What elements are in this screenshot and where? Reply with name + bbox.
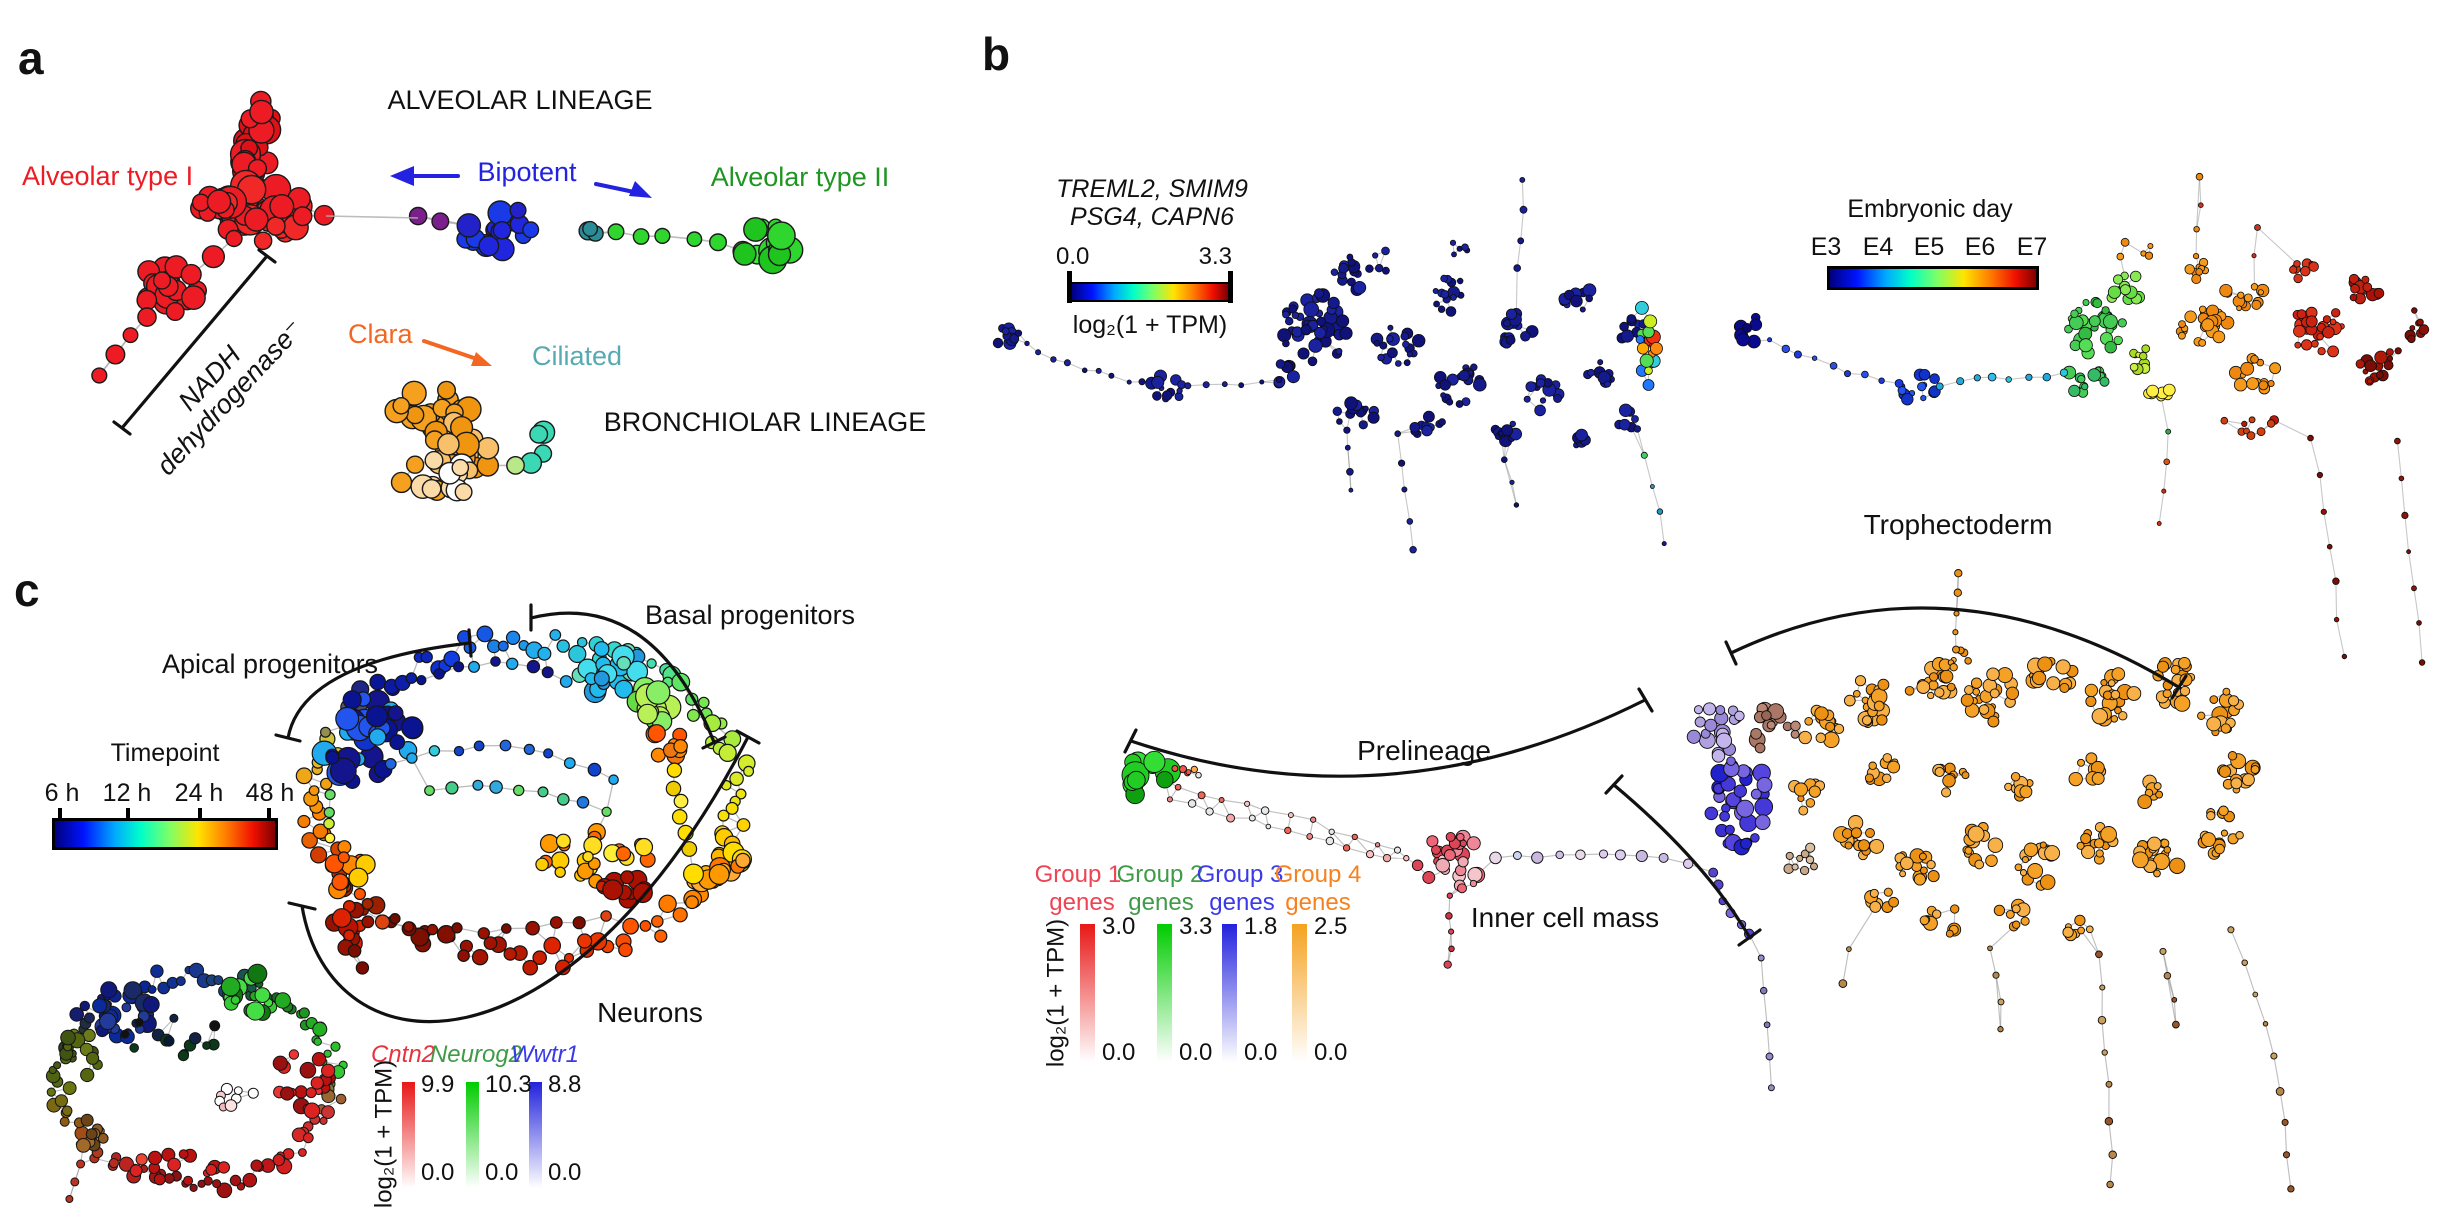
wwtr1-gradient-bar: [529, 1082, 542, 1188]
group3-title: Group 3: [1196, 861, 1284, 888]
basal-bracket: [529, 603, 727, 750]
wwtr1-max: 8.8: [548, 1071, 582, 1098]
bipotent-right-arrow: [594, 181, 652, 198]
geneset-colorbar-max: 3.3: [1198, 243, 1232, 270]
b-embryonic-day-edges: [1738, 176, 2425, 663]
group1-title: Group 1: [1034, 861, 1122, 888]
embryonic-tick-e5: E5: [1913, 233, 1945, 261]
c-genes-nodes: [45, 962, 348, 1203]
colorbar-right-cap: [1228, 271, 1233, 303]
embryonic-colorbar: [1827, 266, 2039, 290]
c-timepoint-nodes: [295, 625, 756, 976]
panel-c-letter: c: [14, 564, 40, 616]
group4-max: 2.5: [1314, 913, 1348, 940]
group3-max: 1.8: [1244, 913, 1278, 940]
a-lineages-nodes: [91, 90, 804, 502]
group2-min: 0.0: [1179, 1039, 1213, 1066]
prelineage-label: Prelineage: [1357, 735, 1491, 766]
embryonic-tick-e3: E3: [1810, 233, 1842, 261]
timepoint-tickmark-2: [126, 808, 130, 819]
neurog2-max: 10.3: [485, 1071, 532, 1098]
group1-min: 0.0: [1102, 1039, 1136, 1066]
clara-label: Clara: [348, 319, 413, 349]
alveolar-lineage-title: ALVEOLAR LINEAGE: [387, 85, 653, 115]
b-groups-nodes: [1121, 569, 2295, 1193]
timepoint-tick-12h: 12 h: [102, 779, 152, 807]
trophectoderm-label: Trophectoderm: [1863, 509, 2053, 540]
cntn2-max: 9.9: [421, 1071, 455, 1098]
group4-title: Group 4: [1274, 861, 1362, 888]
alveolar-type1-label: Alveolar type I: [22, 161, 194, 191]
group4-genes-word: genes: [1285, 889, 1351, 916]
group1-max: 3.0: [1102, 913, 1136, 940]
geneset-colorbar-axis: log₂(1 + TPM): [1072, 311, 1228, 339]
apical-bracket: [274, 628, 473, 743]
bipotent-label: Bipotent: [477, 157, 577, 187]
b-treml2-edges: [997, 179, 1665, 550]
group3-gradient-bar: [1222, 924, 1237, 1062]
prelineage-bracket: [1123, 687, 1654, 778]
panel-a-letter: a: [18, 32, 44, 84]
group1-gradient-bar: [1080, 924, 1095, 1062]
embryonic-tick-e7: E7: [2016, 233, 2048, 261]
geneset-legend-line1: TREML2, SMIM9: [1056, 175, 1248, 203]
timepoint-tick-6h: 6 h: [44, 779, 80, 807]
ciliated-label: Ciliated: [532, 341, 623, 371]
generated-graphs: [45, 90, 2430, 1203]
colorbar-left-cap: [1067, 271, 1072, 303]
wwtr1-label: Wwtr1: [511, 1041, 579, 1068]
group2-title: Group 2: [1116, 861, 1204, 888]
b-embryonic-day-nodes: [1733, 172, 2430, 666]
timepoint-tickmark-1: [58, 808, 62, 819]
geneset-legend-line2: PSG4, CAPN6: [1070, 203, 1234, 231]
timepoint-title: Timepoint: [110, 739, 220, 767]
group3-min: 0.0: [1244, 1039, 1278, 1066]
inner-cell-mass-label: Inner cell mass: [1470, 902, 1660, 933]
timepoint-colorbar: [52, 808, 278, 850]
c-gene-legend-axis: log₂(1 + TPM): [370, 1059, 398, 1209]
panel-b-letter: b: [982, 28, 1011, 80]
nadh-bracket: [112, 248, 277, 436]
group4-gradient-bar: [1292, 924, 1307, 1062]
timepoint-tickmark-3: [198, 808, 202, 819]
group2-genes-word: genes: [1128, 889, 1194, 916]
neurog2-label: Neurog2: [429, 1041, 523, 1068]
cntn2-label: Cntn2: [370, 1041, 436, 1068]
timepoint-tick-24h: 24 h: [174, 779, 224, 807]
apical-progenitors-label: Apical progenitors: [161, 649, 379, 679]
neurog2-min: 0.0: [485, 1159, 519, 1186]
cntn2-min: 0.0: [421, 1159, 455, 1186]
neurog2-gradient-bar: [466, 1082, 479, 1188]
timepoint-tickmark-4: [267, 808, 271, 819]
embryonic-tick-e6: E6: [1964, 233, 1996, 261]
inner-cell-mass-bracket: [1604, 774, 1762, 947]
bipotent-left-arrow: [390, 166, 460, 186]
group1-genes-word: genes: [1049, 889, 1115, 916]
basal-progenitors-label: Basal progenitors: [644, 600, 856, 630]
b-treml2-nodes: [992, 176, 1667, 554]
group2-gradient-bar: [1157, 924, 1172, 1062]
geneset-colorbar-min: 0.0: [1056, 243, 1090, 270]
group2-max: 3.3: [1179, 913, 1213, 940]
group3-genes-word: genes: [1209, 889, 1275, 916]
trophectoderm-bracket: [1724, 606, 2188, 700]
wwtr1-min: 0.0: [548, 1159, 582, 1186]
group-legend-axis: log₂(1 + TPM): [1042, 918, 1070, 1068]
cntn2-gradient-bar: [402, 1082, 415, 1188]
neurons-bracket: [287, 729, 761, 1024]
neurons-label: Neurons: [597, 997, 703, 1028]
alveolar-type2-label: Alveolar type II: [710, 162, 890, 192]
clara-arrow: [422, 339, 492, 366]
embryonic-tick-e4: E4: [1862, 233, 1894, 261]
annotation-brackets: [112, 166, 2188, 1024]
geneset-colorbar: [1067, 271, 1233, 303]
embryonic-day-title: Embryonic day: [1847, 195, 2013, 223]
bronchiolar-lineage-title: BRONCHIOLAR LINEAGE: [603, 407, 927, 437]
timepoint-tick-48h: 48 h: [245, 779, 295, 807]
group4-min: 0.0: [1314, 1039, 1348, 1066]
